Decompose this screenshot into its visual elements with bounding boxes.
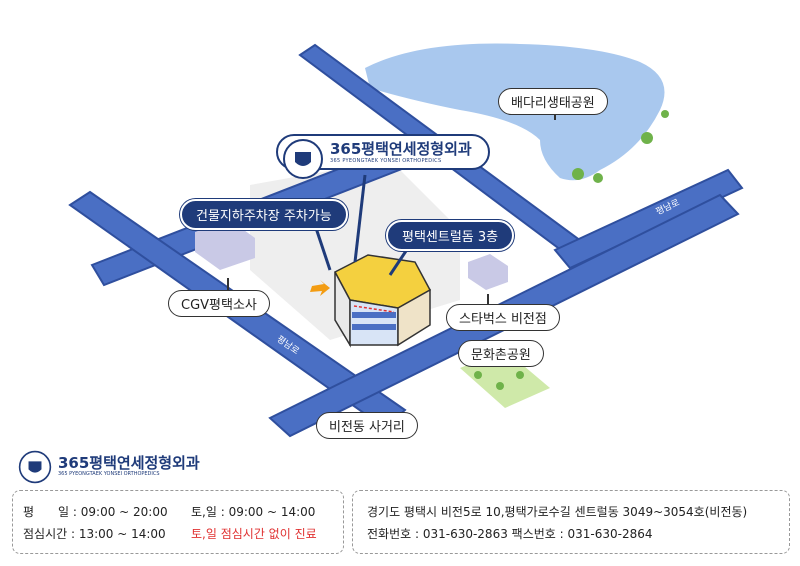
label-starbucks: 스타벅스 비전점: [446, 304, 560, 331]
central-dome-building: [333, 254, 432, 348]
label-intersection: 비전동 사거리: [316, 412, 418, 439]
label-culture-park: 문화촌공원: [458, 340, 544, 367]
label-building: 평택센트럴돔 3층: [386, 220, 515, 251]
hours-lunch-note: 토,일 점심시간 없이 진료: [191, 527, 317, 541]
footer-brand-name: 365평택연세정형외과: [58, 454, 200, 472]
road-pyeongnam-top: [553, 168, 744, 270]
hours-weekend: 토,일 : 09:00 ~ 14:00: [191, 505, 316, 519]
brand-emblem-icon: [283, 139, 323, 179]
entrance-arrow: [310, 280, 330, 296]
cgv-building: [195, 220, 255, 270]
contact-phone: 전화번호 : 031-630-2863 팩스번호 : 031-630-2864: [367, 527, 653, 541]
tree: [572, 168, 584, 180]
brand-subtitle: 365 PYEONGTAEK YONSEI ORTHOPEDICS: [330, 158, 442, 164]
tree: [593, 173, 603, 183]
tree: [641, 132, 653, 144]
brand-callout: 365평택연세정형외과 365 PYEONGTAEK YONSEI ORTHOP…: [276, 134, 490, 179]
contact-box: 경기도 평택시 비전5로 10,평택가로수길 센트럴동 3049~3054호(비…: [352, 490, 790, 554]
starbucks-building: [468, 254, 508, 290]
contact-address: 경기도 평택시 비전5로 10,평택가로수길 센트럴동 3049~3054호(비…: [367, 505, 748, 519]
footer-brand-subtitle: 365 PYEONGTAEK YONSEI ORTHOPEDICS: [58, 471, 160, 477]
label-cgv: CGV평택소사: [168, 290, 270, 317]
footer-emblem-icon: [18, 450, 52, 484]
label-parking: 건물지하주차장 주차가능: [180, 199, 348, 230]
hours-lunch: 점심시간 : 13:00 ~ 14:00: [23, 527, 166, 541]
tree: [661, 110, 669, 118]
hours-box: 평 일 : 09:00 ~ 20:00 토,일 : 09:00 ~ 14:00 …: [12, 490, 344, 554]
tree: [474, 371, 482, 379]
label-baedari-park: 배다리생태공원: [498, 88, 608, 115]
tree: [516, 371, 524, 379]
brand-name: 365평택연세정형외과: [330, 140, 472, 158]
hours-weekday: 평 일 : 09:00 ~ 20:00: [23, 505, 168, 519]
tree: [496, 382, 504, 390]
